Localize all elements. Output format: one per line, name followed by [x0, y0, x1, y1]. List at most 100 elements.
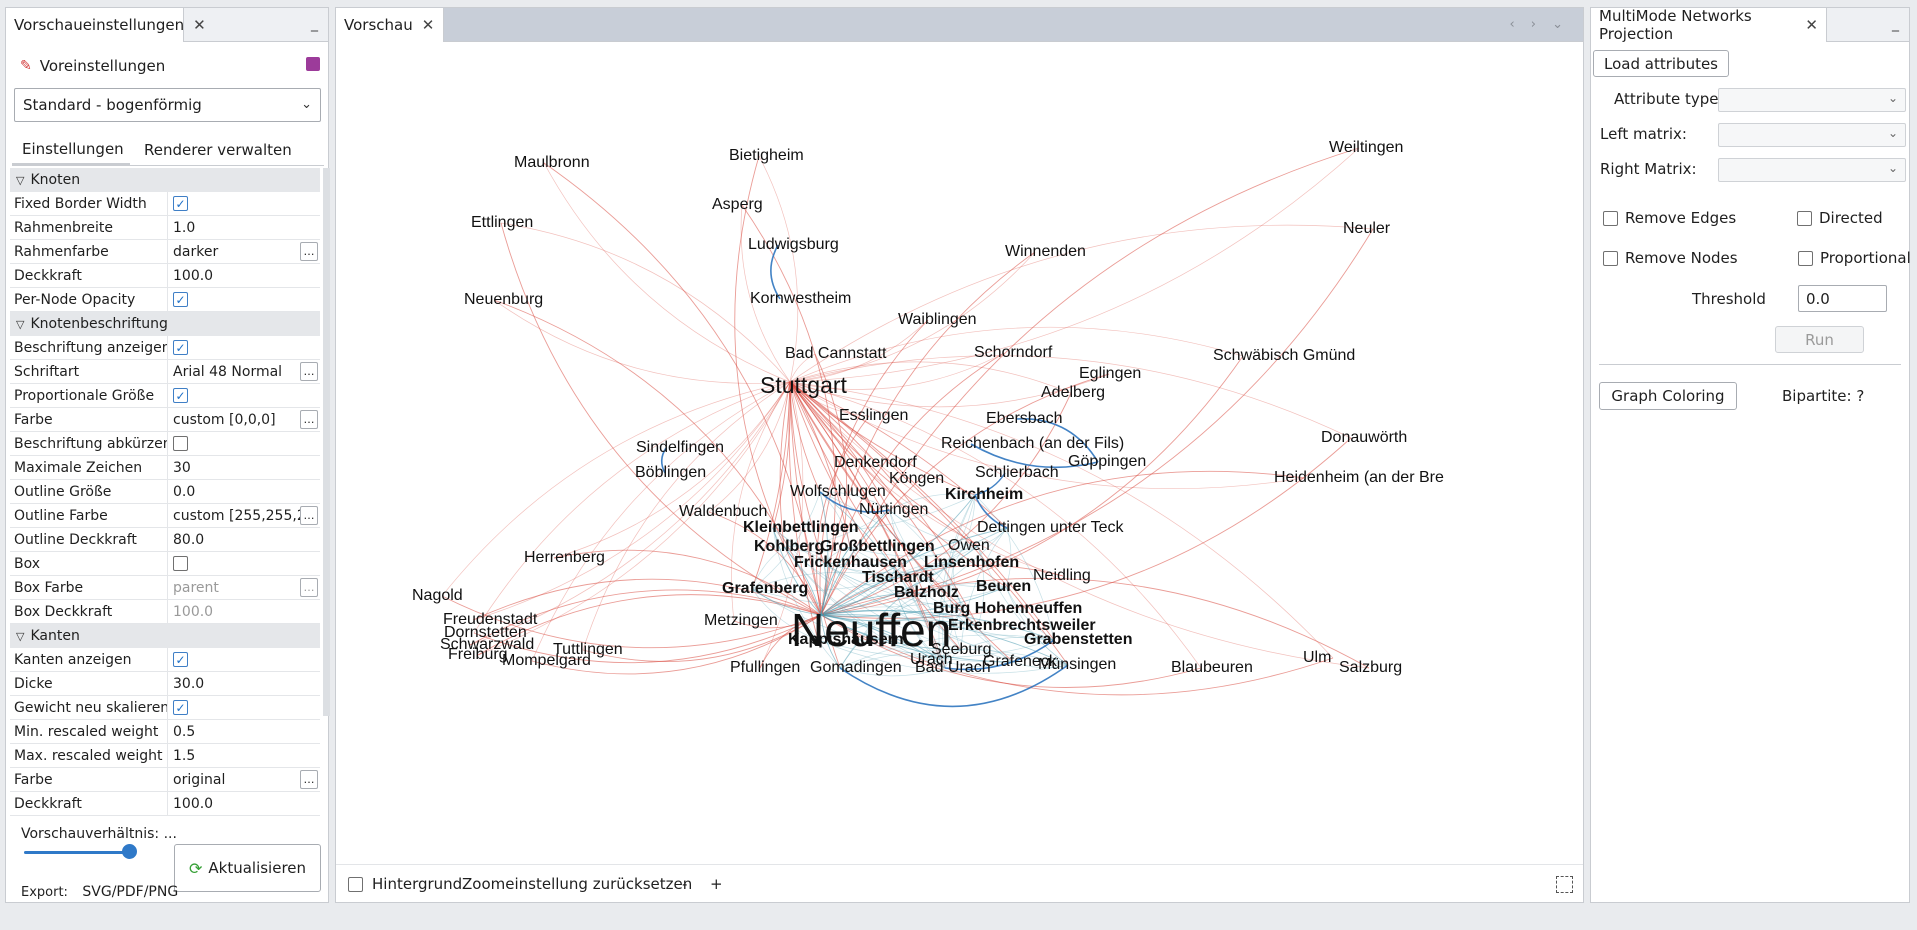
left-matrix-select[interactable]: ⌄ — [1718, 123, 1906, 147]
remove-nodes-toggle[interactable]: Remove Nodes — [1603, 249, 1738, 267]
directed-checkbox[interactable] — [1797, 210, 1812, 226]
graph-edge — [944, 608, 964, 669]
graph-edge — [734, 155, 822, 616]
outline-size-value[interactable]: 0.0 — [173, 483, 196, 500]
close-icon[interactable]: ✕ — [193, 16, 206, 34]
directed-toggle[interactable]: Directed — [1797, 209, 1883, 227]
section-edges[interactable]: ▽Kanten — [10, 624, 320, 648]
min-rescaled-value[interactable]: 0.5 — [173, 723, 196, 740]
outline-color-value[interactable]: custom [255,255,2... — [173, 507, 320, 524]
graph-node-label: Wolfschlugen — [790, 483, 886, 500]
save-icon[interactable] — [306, 57, 320, 71]
graph-node-label: Sindelfingen — [636, 439, 725, 456]
box-checkbox[interactable] — [173, 556, 188, 571]
property-scrollbar[interactable] — [323, 168, 330, 716]
remove-edges-checkbox[interactable] — [1603, 210, 1618, 226]
graph-edge — [819, 491, 829, 616]
graph-edge — [477, 594, 822, 656]
graph-node-label: Nagold — [412, 587, 463, 604]
more-button[interactable]: … — [300, 362, 318, 381]
subtab-settings[interactable]: Einstellungen — [12, 134, 130, 166]
prop-key: Beschriftung anzeigen — [10, 336, 168, 359]
export-link[interactable]: SVG/PDF/PNG — [82, 884, 179, 900]
tab-multimode-projection[interactable]: MultiMode Networks Projection ✕ — [1591, 7, 1827, 43]
background-toggle[interactable]: Hintergrund — [348, 875, 462, 893]
minimize-icon[interactable]: _ — [311, 16, 318, 32]
edge-opacity-value[interactable]: 100.0 — [173, 795, 214, 812]
graph-edge — [473, 614, 822, 664]
rescale-weight-checkbox[interactable]: ✓ — [173, 700, 188, 715]
prop-key: Box — [10, 552, 168, 575]
max-rescaled-value[interactable]: 1.5 — [173, 747, 196, 764]
graph-node-label: Neuenburg — [464, 291, 544, 308]
attribute-type-select[interactable]: ⌄ — [1718, 88, 1906, 112]
right-matrix-select[interactable]: ⌄ — [1718, 158, 1906, 182]
color-value[interactable]: custom [0,0,0] — [173, 411, 276, 428]
graph-edge — [789, 381, 893, 579]
thickness-value[interactable]: 30.0 — [173, 675, 205, 692]
close-icon[interactable]: ✕ — [421, 16, 435, 34]
graph-edge — [820, 614, 841, 669]
ratio-slider-handle[interactable] — [122, 844, 137, 859]
tab-preview[interactable]: Vorschau ✕ — [336, 8, 444, 42]
minimize-icon[interactable]: _ — [1892, 16, 1899, 32]
max-chars-value[interactable]: 30 — [173, 459, 191, 476]
remove-edges-toggle[interactable]: Remove Edges — [1603, 209, 1736, 227]
reset-zoom-button[interactable]: Zoomeinstellung zurücksetzen — [462, 875, 692, 893]
graph-edge — [820, 614, 1334, 696]
tab-preview-settings[interactable]: Vorschaueinstellungen ✕ — [6, 8, 206, 42]
fixed-border-width-checkbox[interactable]: ✓ — [173, 196, 188, 211]
graph-edge — [789, 319, 929, 383]
show-labels-checkbox[interactable]: ✓ — [173, 340, 188, 355]
graph-edge — [974, 494, 1055, 641]
run-button[interactable]: Run — [1775, 326, 1864, 353]
update-button[interactable]: ⟳ Aktualisieren — [174, 844, 321, 892]
more-button[interactable]: … — [300, 770, 318, 789]
subtab-manage-renderers[interactable]: Renderer verwalten — [134, 134, 302, 166]
ratio-slider[interactable] — [24, 851, 132, 854]
graph-node-label: Grafenberg — [722, 580, 809, 597]
opacity-value[interactable]: 100.0 — [173, 267, 214, 284]
graph-edge — [820, 352, 1005, 616]
zoom-out-button[interactable]: - — [682, 875, 687, 893]
section-nodes[interactable]: ▽Knoten — [10, 168, 320, 192]
more-button[interactable]: … — [300, 410, 318, 429]
proportional-label: Proportional — [1820, 249, 1911, 267]
graph-node-label: Burg Hohenneuffen — [933, 600, 1083, 617]
edge-color-value[interactable]: original — [173, 771, 226, 788]
shorten-labels-checkbox[interactable] — [173, 436, 188, 451]
load-attributes-button[interactable]: Load attributes — [1593, 50, 1729, 77]
graph-edge — [493, 299, 822, 616]
per-node-opacity-checkbox[interactable]: ✓ — [173, 292, 188, 307]
proportional-toggle[interactable]: Proportional — [1798, 249, 1911, 267]
background-checkbox[interactable] — [348, 876, 363, 892]
graph-edge — [891, 577, 979, 627]
close-icon[interactable]: ✕ — [1805, 16, 1818, 34]
preset-select[interactable]: Standard - bogenförmig ⌄ — [14, 88, 321, 122]
section-node-labels[interactable]: ▽Knotenbeschriftung — [10, 312, 320, 336]
show-edges-checkbox[interactable]: ✓ — [173, 652, 188, 667]
tab-navigation-icon[interactable]: ‹ › ⌄ — [1509, 17, 1569, 32]
remove-nodes-checkbox[interactable] — [1603, 250, 1618, 266]
threshold-input[interactable]: 0.0 — [1798, 285, 1887, 312]
more-button[interactable]: … — [300, 578, 318, 597]
border-color-value[interactable]: darker — [173, 243, 219, 260]
zoom-in-button[interactable]: + — [710, 875, 723, 893]
more-button[interactable]: … — [300, 242, 318, 261]
screenshot-icon[interactable] — [1556, 876, 1573, 893]
graph-edge — [789, 381, 1202, 669]
proportional-size-checkbox[interactable]: ✓ — [173, 388, 188, 403]
graph-coloring-button[interactable]: Graph Coloring — [1599, 382, 1737, 410]
graph-node-label: Salzburg — [1339, 659, 1403, 676]
more-button[interactable]: … — [300, 506, 318, 525]
graph-edge — [820, 355, 1244, 616]
proportional-checkbox[interactable] — [1798, 250, 1813, 266]
border-width-value[interactable]: 1.0 — [173, 219, 196, 236]
graph-edge — [783, 546, 979, 627]
outline-opacity-value[interactable]: 80.0 — [173, 531, 205, 548]
font-value[interactable]: Arial 48 Normal — [173, 363, 283, 380]
graph-node-label: Tuttlingen — [553, 641, 623, 658]
